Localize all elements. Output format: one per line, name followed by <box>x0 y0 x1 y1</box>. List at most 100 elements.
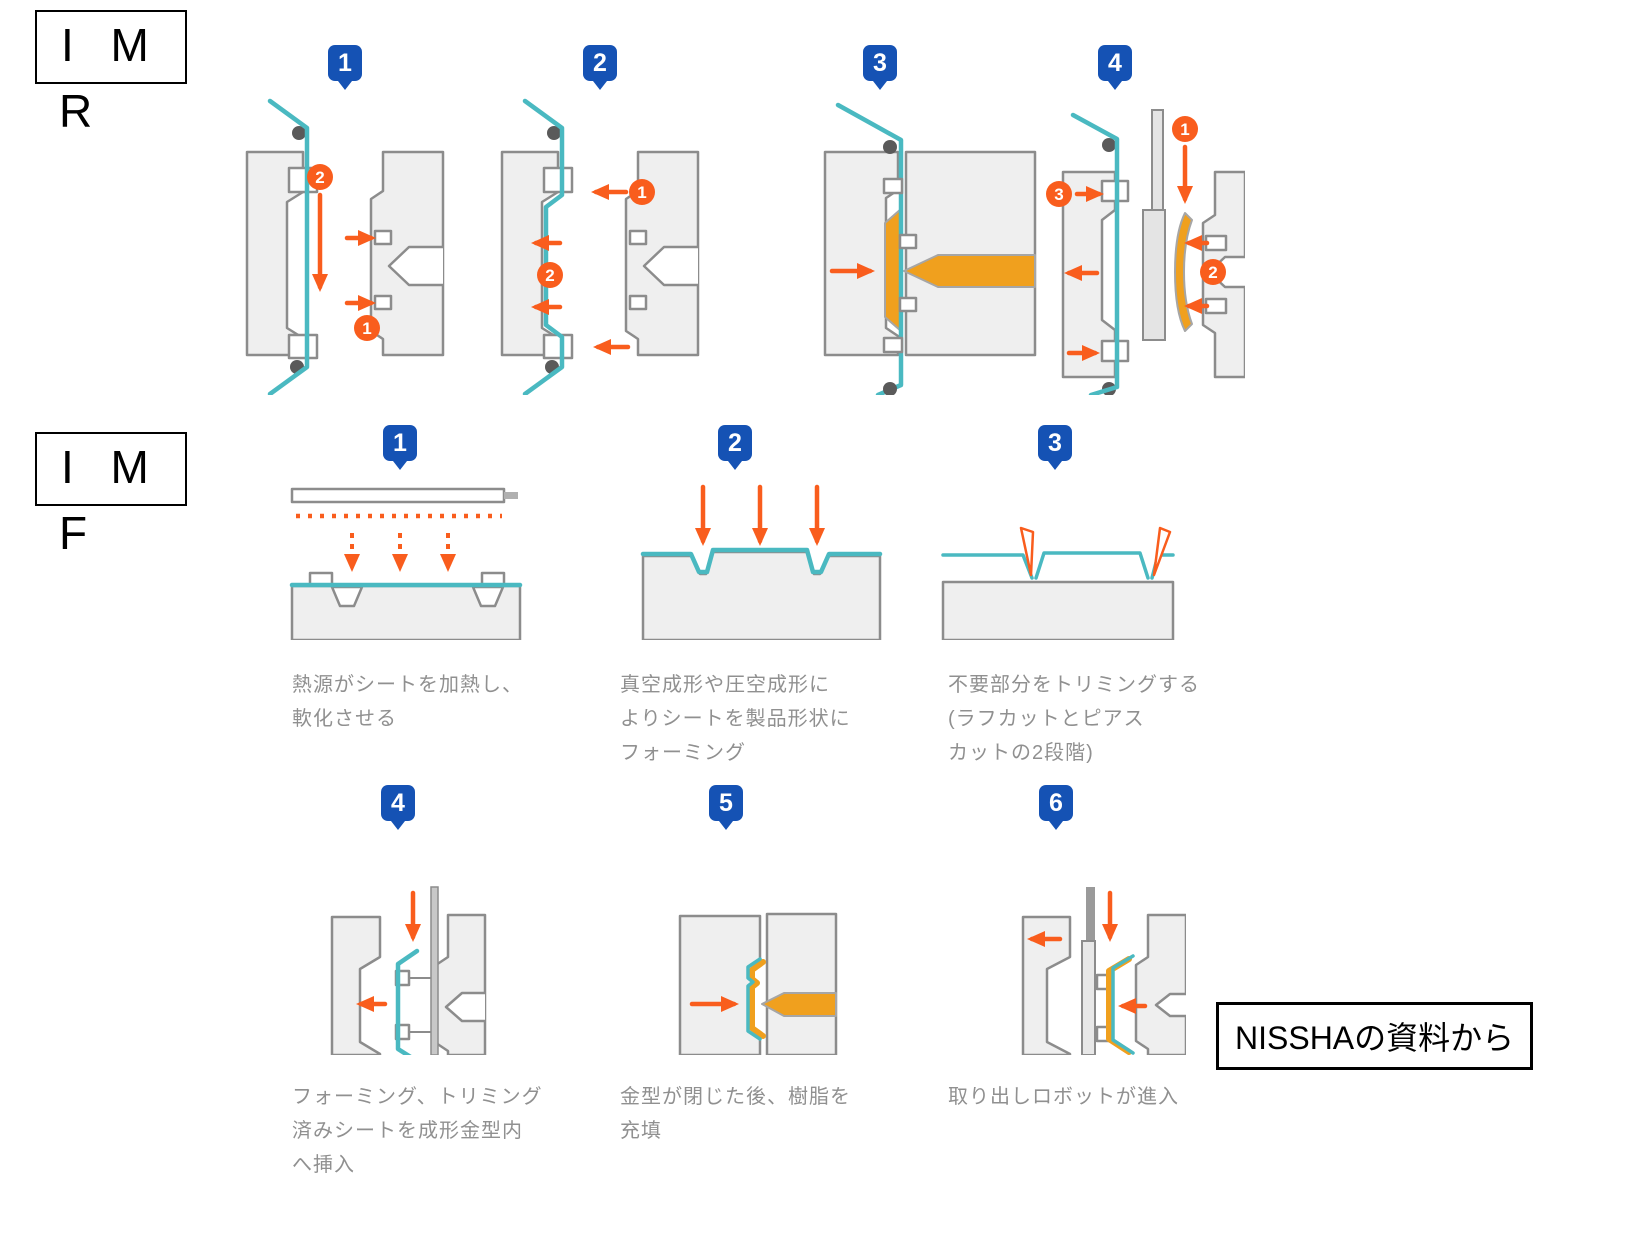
core-pin <box>898 233 918 250</box>
imf-step-2: 2 <box>585 425 885 640</box>
foil-roller <box>883 382 897 395</box>
part-sheet-skin <box>1111 954 1135 1055</box>
imr-step-4-badge: 4 <box>1098 45 1132 90</box>
mold-core-right <box>765 912 838 1055</box>
imf-step-6-diagram <box>1021 887 1186 1055</box>
imf-label-line1: I M <box>61 441 161 493</box>
trim-table <box>941 580 1175 640</box>
resin-sprue <box>903 254 1036 288</box>
imf-step-6-badge: 6 <box>1039 785 1073 830</box>
sprue-gate <box>444 991 485 1023</box>
sheet-in-cavity <box>746 957 762 1041</box>
foil-clamp <box>542 333 574 360</box>
imr-step-3-badge: 3 <box>863 45 897 90</box>
imf-step-5: 5 <box>596 785 856 1055</box>
foil-clamp <box>542 166 574 194</box>
imf-step-2-diagram <box>640 484 883 640</box>
mold-cavity-left <box>245 150 305 357</box>
heater-bar <box>290 487 506 504</box>
imf-step-6-caption: 取り出しロボットが進入 <box>948 1086 1179 1108</box>
takeout-robot-arm <box>1151 109 1164 218</box>
imr-step-2-badge: 2 <box>583 45 617 90</box>
foil-roller <box>547 126 561 140</box>
resin-sprue <box>761 992 837 1017</box>
mold-cavity-left <box>330 915 382 1055</box>
imf-label-box: I M <box>35 432 187 506</box>
parting-block <box>882 177 904 195</box>
imf-step-3-diagram <box>941 526 1175 640</box>
trim-cutter <box>1152 526 1172 577</box>
imr-step-4-diagram: 3 1 2 <box>1046 109 1245 395</box>
marker-number: 1 <box>637 183 646 202</box>
mold-core-right <box>1134 913 1186 1055</box>
mold-core-right <box>434 913 487 1055</box>
parting-block <box>882 336 904 354</box>
core-pin <box>373 229 393 246</box>
imf-step-5-badge: 5 <box>709 785 743 830</box>
imr-step-2: 2 1 2 <box>480 45 720 395</box>
foil-roller <box>292 126 306 140</box>
core-pin <box>373 294 393 311</box>
foil-clamp <box>287 333 319 360</box>
imr-label-line1: I M <box>61 19 161 71</box>
imf-step-4-caption: フォーミング、トリミング 済みシートを成形金型内 へ挿入 <box>292 1086 543 1176</box>
imf-step-4-badge: 4 <box>381 785 415 830</box>
sheet-segment <box>941 553 1034 580</box>
imr-step-1: 1 2 1 <box>225 45 465 395</box>
insert-robot-arm <box>430 886 439 1055</box>
imr-label-line2: R <box>59 85 105 137</box>
imr-step-1-badge: 1 <box>328 45 362 90</box>
marker-circle <box>354 315 380 341</box>
imr-label-box: I M <box>35 10 187 84</box>
imf-step-3: 3 <box>905 425 1205 640</box>
marker-circle <box>629 179 655 205</box>
trim-cutter <box>1019 526 1035 577</box>
marker-circle <box>1172 116 1198 142</box>
core-pin <box>628 229 648 246</box>
foil-sheet <box>267 98 310 395</box>
marker-circle <box>307 164 333 190</box>
takeout-robot-plate <box>1081 940 1096 1055</box>
sprue-gate <box>387 245 443 287</box>
imf-label-line2: F <box>59 507 100 559</box>
imf-process-label: I M F <box>35 432 187 560</box>
core-pin <box>628 294 648 311</box>
source-note-box: NISSHAの資料から <box>1216 1002 1534 1070</box>
imr-step-2-diagram: 1 2 <box>500 98 700 395</box>
imr-step-1-diagram: 2 1 <box>245 98 445 395</box>
imf-step-4-diagram <box>330 886 487 1055</box>
marker-number: 3 <box>1054 185 1063 204</box>
imf-step-1-caption: 熱源がシートを加熱し、 軟化させる <box>292 674 523 730</box>
takeout-robot-plate <box>1142 209 1166 341</box>
imr-step-3-diagram <box>823 102 1037 395</box>
core-pin <box>898 296 918 313</box>
foil-roller <box>1102 138 1116 152</box>
resin-layer <box>749 959 766 1039</box>
sprue-gate <box>642 245 698 287</box>
mold-cavity-left <box>823 150 900 357</box>
marker-number: 1 <box>1180 120 1189 139</box>
imf-step-2-caption: 真空成形や圧空成形に よりシートを製品形状に フォーミング <box>620 674 851 764</box>
marker-number: 2 <box>1208 263 1217 282</box>
mold-cavity-left <box>500 150 560 357</box>
trimmed-sheet <box>395 948 420 1055</box>
imf-step-5-caption: 金型が閉じた後、樹脂を 充填 <box>620 1086 851 1142</box>
forming-mold <box>641 550 882 640</box>
imr-step-3: 3 <box>720 45 1040 395</box>
imr-step-4: 4 3 1 2 <box>985 45 1245 395</box>
marker-number: 2 <box>545 266 554 285</box>
imf-step-3-badge: 3 <box>1038 425 1072 470</box>
imf-step-5-diagram <box>678 912 838 1055</box>
sheet-formed <box>640 547 883 575</box>
imf-step-1-badge: 1 <box>383 425 417 470</box>
sheet-segment <box>1034 551 1150 580</box>
imf-step-1: 1 <box>250 425 550 640</box>
marker-circle <box>1046 181 1072 207</box>
imf-step-1-diagram <box>289 487 523 640</box>
imr-process-label: I M R <box>35 10 187 138</box>
foil-roller <box>883 140 897 154</box>
imf-step-6: 6 <box>926 785 1186 1055</box>
sprue-gate <box>1154 992 1186 1018</box>
molded-part <box>1174 212 1193 332</box>
